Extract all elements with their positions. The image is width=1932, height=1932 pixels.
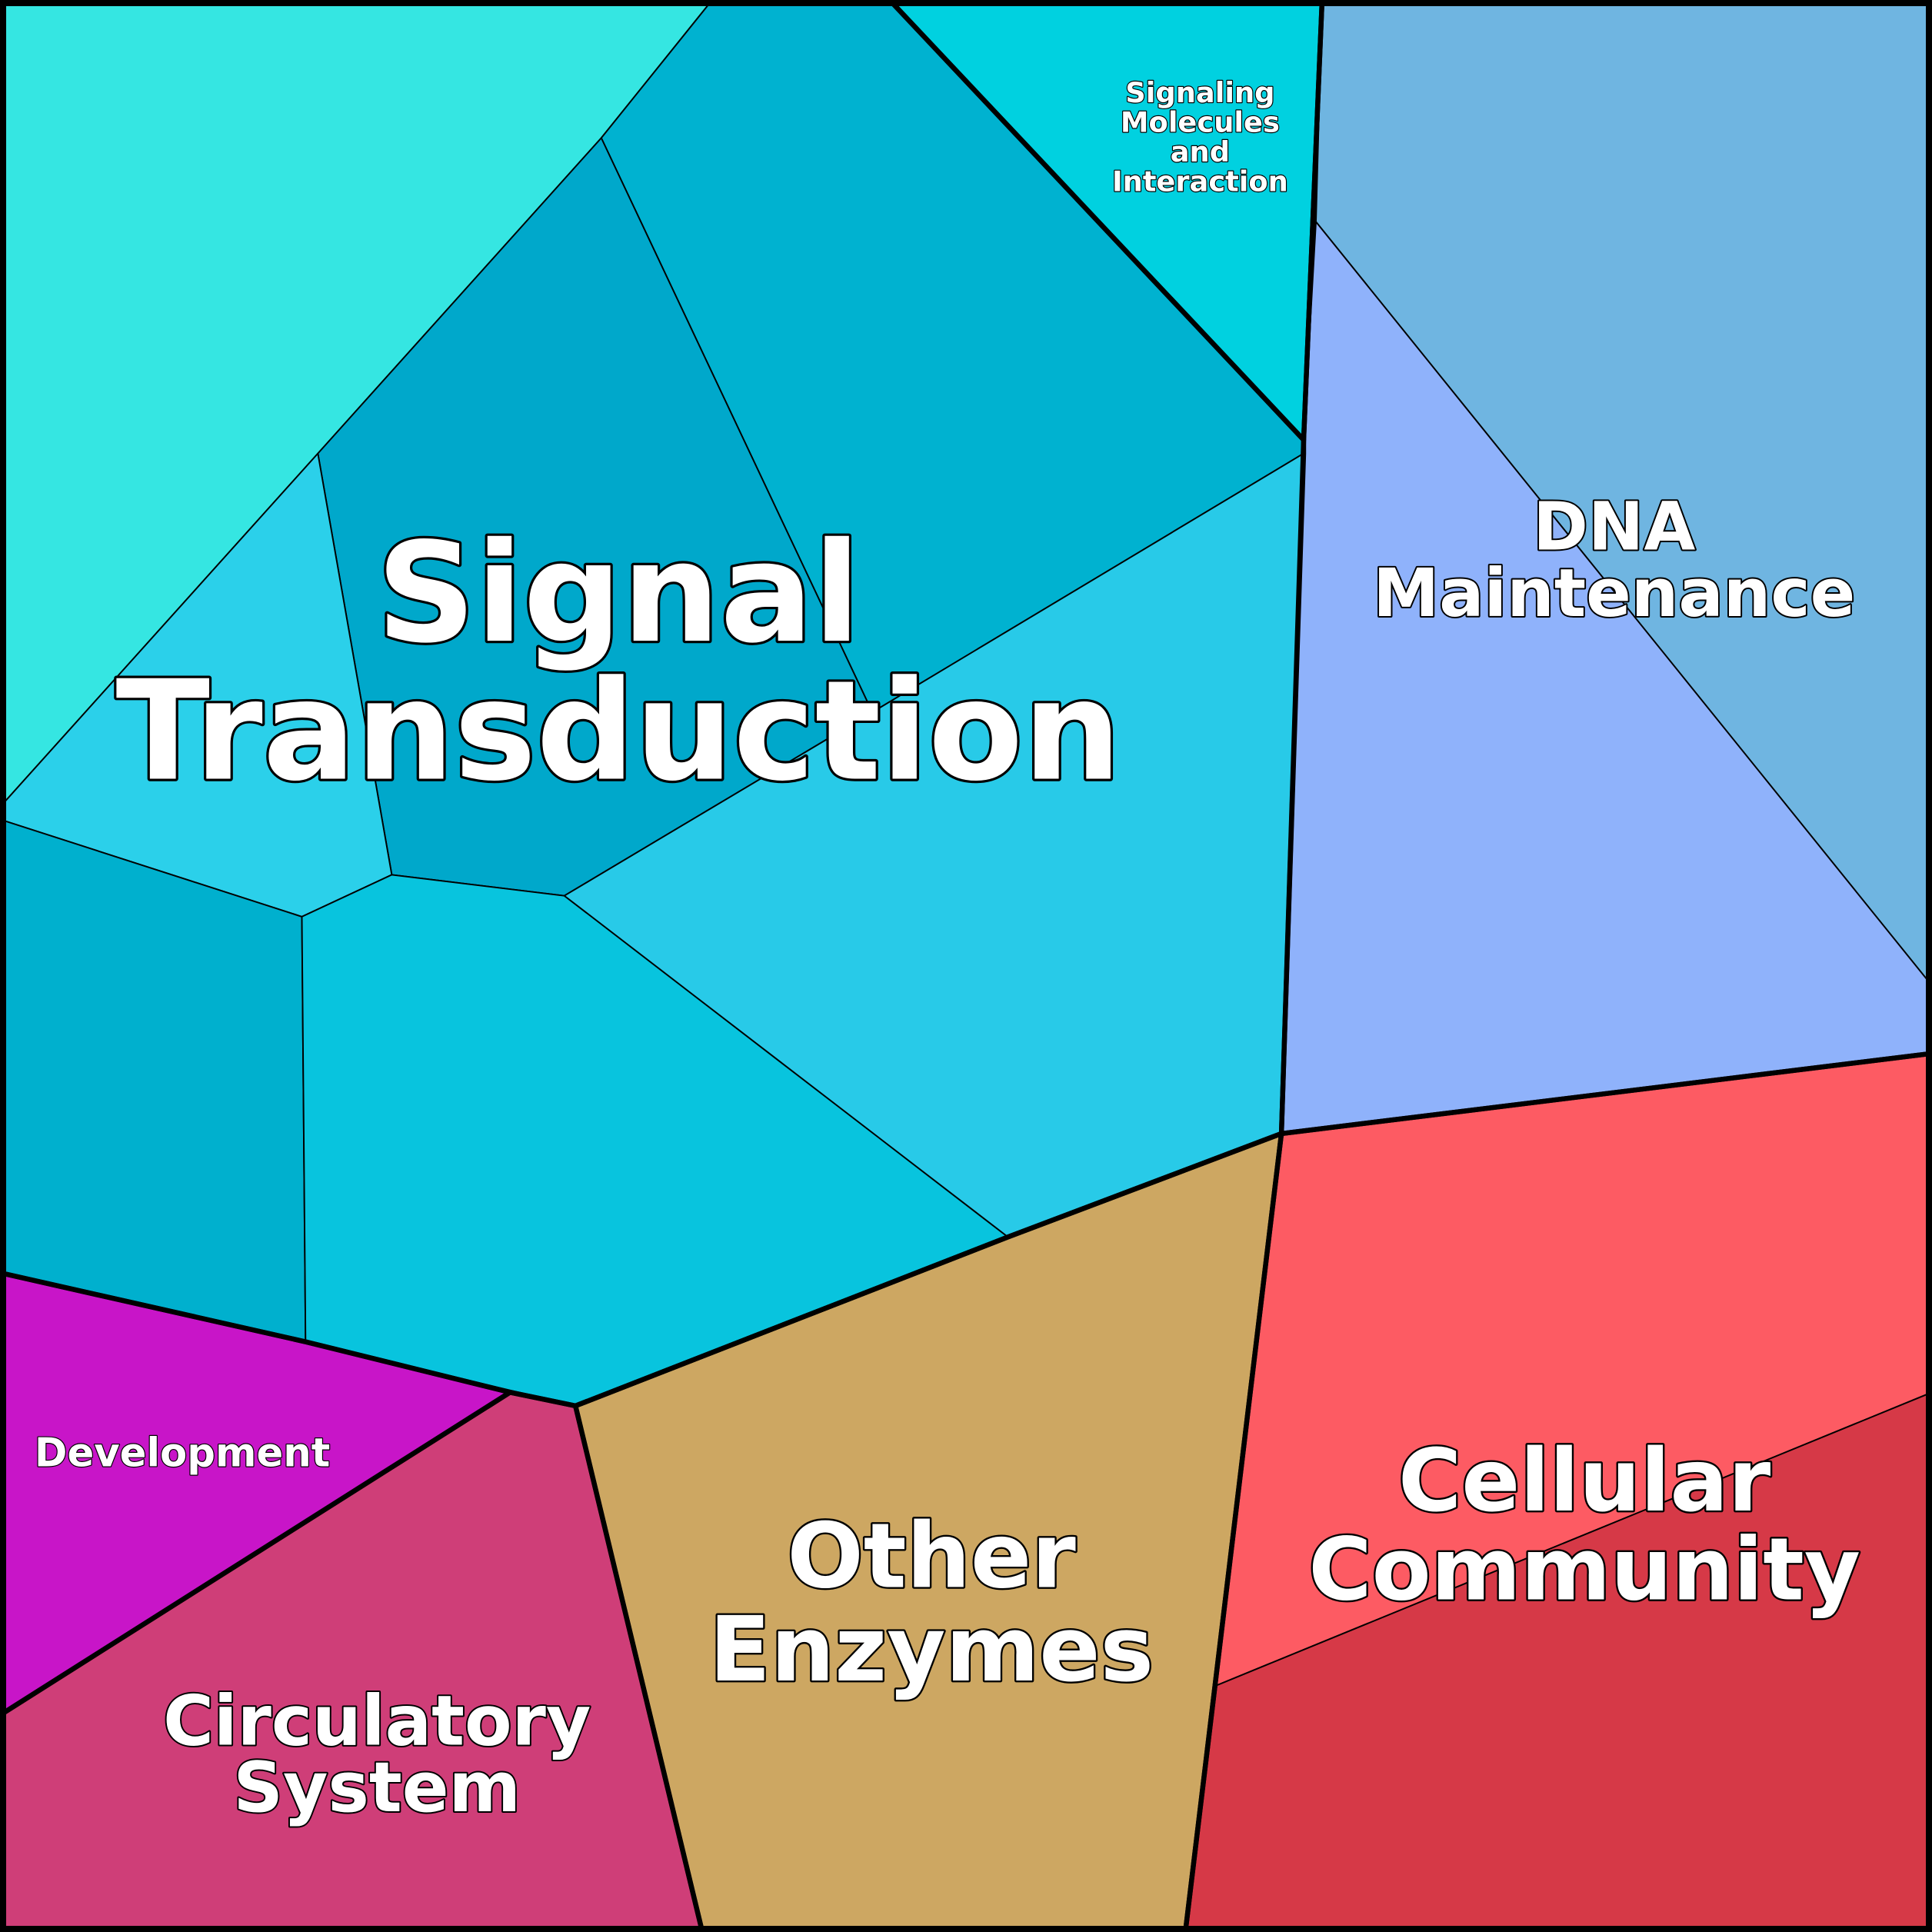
label-line: Molecules: [1121, 105, 1280, 138]
label-line: Signaling: [1125, 76, 1274, 109]
label-line: and: [1171, 135, 1230, 168]
label-line: Interaction: [1112, 165, 1288, 198]
label-development: Development: [35, 1430, 330, 1476]
label-line: Signal: [377, 513, 861, 674]
label-line: Transduction: [116, 651, 1121, 812]
label-line: Development: [35, 1430, 330, 1476]
label-line: Other: [787, 1503, 1076, 1608]
group-border-circulatory-system: [0, 1390, 705, 1932]
label-line: Cellular: [1398, 1431, 1770, 1531]
label-line: Circulatory: [163, 1682, 591, 1762]
label-line: System: [233, 1748, 521, 1828]
label-line: Maintenance: [1373, 555, 1855, 632]
label-line: DNA: [1533, 489, 1695, 566]
label-line: Community: [1308, 1520, 1860, 1620]
label-line: Enzymes: [709, 1597, 1154, 1702]
